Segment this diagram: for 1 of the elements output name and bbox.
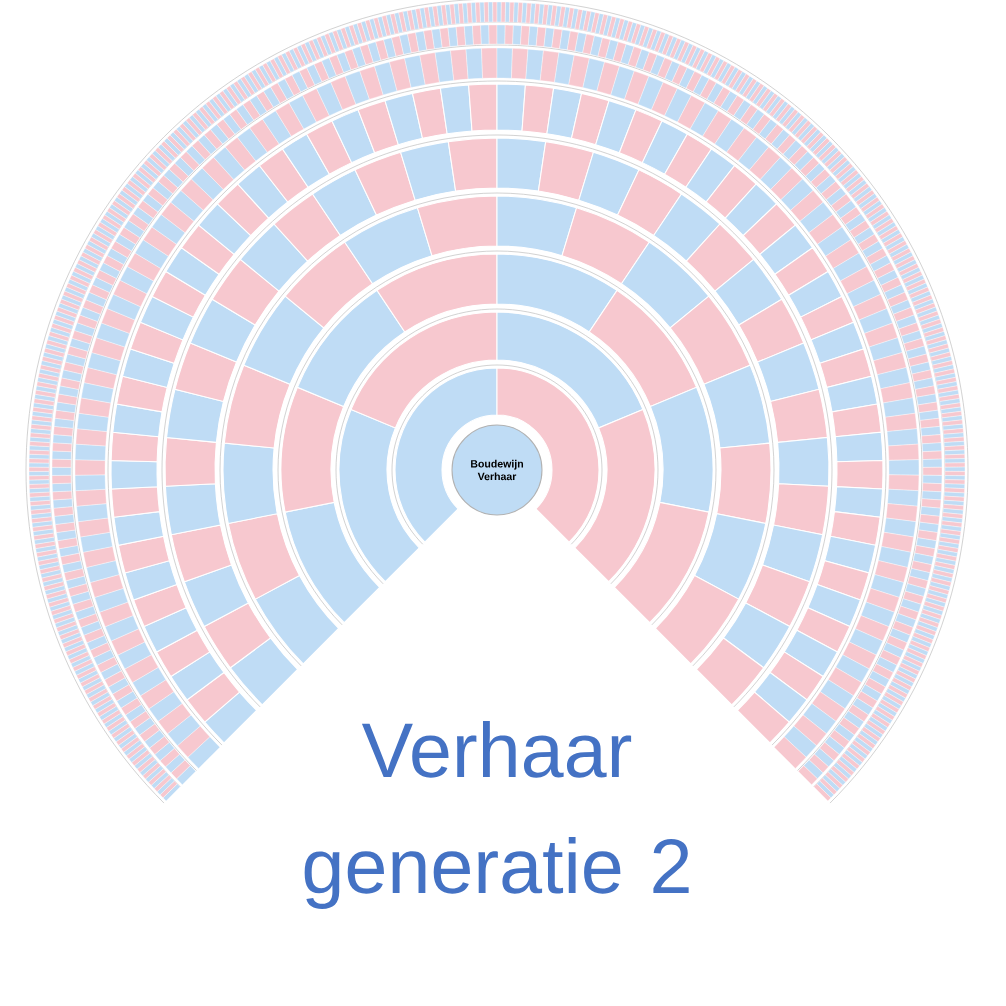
title: Verhaar generatie 2 xyxy=(304,720,689,909)
